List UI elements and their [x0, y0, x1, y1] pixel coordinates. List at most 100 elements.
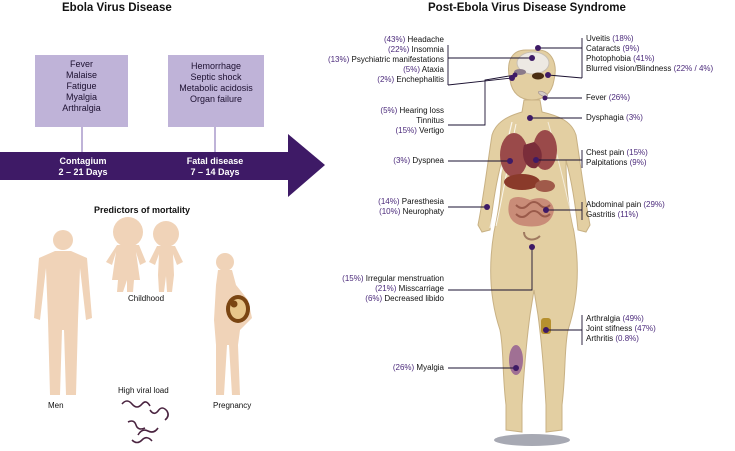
symptom-pct: (49%) — [622, 314, 644, 323]
symptom-group-hearing: (5%) Hearing loss Tinnitus (15%) Vertigo — [380, 106, 444, 136]
symptom-item: Abdominal pain (29%) — [586, 200, 665, 210]
symptom-label: Photophobia — [586, 54, 631, 63]
symptom-pct: (3%) — [393, 156, 411, 165]
symptom-item: Dysphagia (3%) — [586, 113, 643, 123]
symptom-pct: (47%) — [634, 324, 656, 333]
stage-contagium: Contagium 2 – 21 Days — [38, 156, 128, 178]
early-symptom: Malaise — [65, 70, 97, 80]
symptom-item: (10%) Neurophaty — [378, 207, 444, 217]
symptom-pct: (26%) — [392, 363, 415, 372]
symptom-group-eye: Uveitis (18%) Cataracts (9%) Photophobia… — [586, 34, 713, 74]
symptom-group-joint: Arthralgia (49%) Joint stifness (47%) Ar… — [586, 314, 656, 344]
symptom-pct: (29%) — [643, 200, 665, 209]
symptom-pct: (21%) — [375, 284, 397, 293]
symptom-label: Hearing loss — [399, 106, 444, 115]
symptom-pct: (14%) — [378, 197, 400, 206]
symptom-pct: (0.8%) — [615, 334, 639, 343]
late-symptoms-box: Hemorrhage Septic shock Metabolic acidos… — [168, 55, 264, 127]
symptom-label: Palpitations — [586, 158, 628, 167]
symptom-label: Misscarriage — [398, 284, 444, 293]
symptom-item: Gastritis (11%) — [586, 210, 665, 220]
early-symptom: Arthralgia — [62, 103, 101, 113]
symptom-pct: (13%) — [327, 55, 350, 64]
symptom-pct: (22% / 4%) — [673, 64, 714, 73]
late-symptom: Hemorrhage — [190, 61, 242, 71]
symptom-label: Gastritis — [586, 210, 616, 219]
symptom-label: Arthritis — [586, 334, 614, 343]
symptom-label: Cataracts — [586, 44, 621, 53]
childhood-silhouettes — [106, 217, 183, 292]
symptom-label: Enchephalitis — [396, 75, 444, 84]
virus-particles — [121, 400, 169, 444]
symptom-pct: (15%) — [626, 148, 648, 157]
predictor-men: Men — [48, 401, 64, 410]
symptom-pct: (26%) — [608, 93, 631, 102]
symptom-label: Insomnia — [411, 45, 444, 54]
symptom-label: Arthralgia — [586, 314, 621, 323]
symptom-label: Psychiatric manifestations — [351, 55, 444, 64]
symptom-label: Blurred vision/Blindness — [586, 64, 672, 73]
symptom-item: (5%) Hearing loss — [380, 106, 444, 116]
symptom-pct: (5%) — [380, 106, 398, 115]
symptom-label: Vertigo — [419, 126, 444, 135]
symptom-item: (2%) Enchephalitis — [328, 75, 444, 85]
symptom-label: Dyspnea — [412, 156, 444, 165]
symptom-group-fever: Fever (26%) — [586, 93, 630, 103]
symptom-label: Joint stifness — [586, 324, 633, 333]
symptom-item: (43%) Headache — [328, 35, 444, 45]
symptom-pct: (15%) — [395, 126, 417, 135]
symptom-pct: (41%) — [633, 54, 655, 63]
symptom-item: Arthralgia (49%) — [586, 314, 656, 324]
stage-fatal-label: Fatal disease — [186, 156, 244, 166]
symptom-item: Tinnitus — [380, 116, 444, 126]
symptom-label: Fever — [586, 93, 607, 102]
timeline-arrow — [0, 134, 325, 197]
symptom-label: Abdominal pain — [586, 200, 642, 209]
symptom-label: Dysphagia — [586, 113, 624, 122]
symptom-item: (14%) Paresthesia — [378, 197, 444, 207]
symptom-item: (13%) Psychiatric manifestations — [328, 55, 444, 65]
stage-contagium-days: 2 – 21 Days — [58, 167, 108, 177]
predictor-childhood: Childhood — [128, 294, 165, 303]
symptom-item: (15%) Irregular menstruation — [342, 274, 444, 284]
symptom-pct: (10%) — [379, 207, 401, 216]
symptom-item: Uveitis (18%) — [586, 34, 713, 44]
symptom-item: Cataracts (9%) — [586, 44, 713, 54]
stage-contagium-label: Contagium — [59, 156, 107, 166]
symptom-pct: (3%) — [626, 113, 643, 122]
symptom-group-gastro: Abdominal pain (29%) Gastritis (11%) — [586, 200, 665, 220]
symptom-pct: (6%) — [365, 294, 383, 303]
stage-fatal: Fatal disease 7 – 14 Days — [170, 156, 260, 178]
stage-fatal-days: 7 – 14 Days — [190, 167, 240, 177]
symptom-pct: (43%) — [383, 35, 406, 44]
symptom-item: (15%) Vertigo — [380, 126, 444, 136]
symptom-pct: (15%) — [342, 274, 364, 283]
pregnancy-silhouette — [214, 253, 252, 395]
symptom-item: (26%) Myalgia — [393, 363, 444, 373]
symptom-label: Irregular menstruation — [365, 274, 444, 283]
leader-lines — [447, 38, 583, 369]
symptom-item: (22%) Insomnia — [328, 45, 444, 55]
symptom-item: (6%) Decreased libido — [342, 294, 444, 304]
symptom-pct: (9%) — [622, 44, 640, 53]
symptom-label: Myalgia — [416, 363, 444, 372]
symptom-pct: (2%) — [377, 75, 395, 84]
symptom-label: Neurophaty — [402, 207, 444, 216]
right-panel-title: Post-Ebola Virus Disease Syndrome — [428, 2, 626, 14]
symptom-item: (3%) Dyspnea — [393, 156, 444, 166]
symptom-pct: (18%) — [612, 34, 634, 43]
symptom-label: Headache — [407, 35, 444, 44]
symptom-group-cardiac: Chest pain (15%) Palpitations (9%) — [586, 148, 648, 168]
symptom-group-myalgia: (26%) Myalgia — [393, 363, 444, 373]
symptom-item: Arthritis (0.8%) — [586, 334, 656, 344]
symptom-label: Ataxia — [421, 65, 444, 74]
early-symptoms-box: Fever Malaise Fatigue Myalgia Arthralgia — [35, 55, 128, 127]
symptom-group-neuro: (43%) Headache (22%) Insomnia (13%) Psyc… — [328, 35, 444, 85]
predictors-title: Predictors of mortality — [94, 205, 191, 215]
predictor-viral-load: High viral load — [118, 386, 169, 395]
late-symptom: Organ failure — [189, 94, 243, 104]
symptom-pct: (11%) — [617, 210, 639, 219]
early-symptom: Fatigue — [66, 81, 97, 91]
symptom-label: Uveitis — [586, 34, 611, 43]
predictor-pregnancy: Pregnancy — [213, 401, 252, 410]
